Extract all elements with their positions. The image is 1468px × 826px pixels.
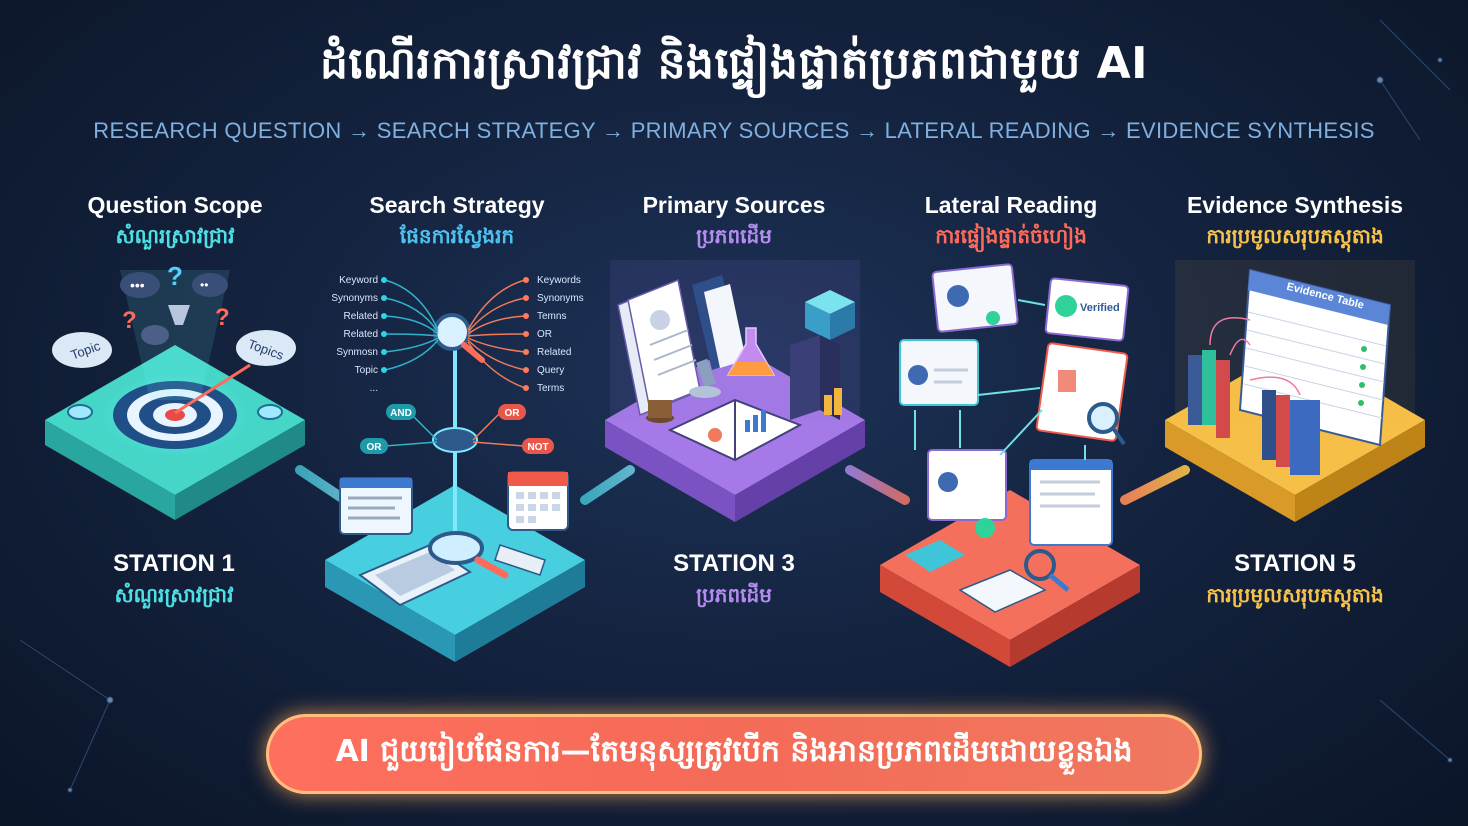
station-2-heading: Search Strategy ផែនការស្វែងរក [317, 192, 597, 253]
station-1-label-en: STATION 1 [113, 550, 235, 577]
svg-text:...: ... [370, 383, 378, 394]
svg-text:?: ? [215, 304, 230, 331]
svg-text:?: ? [167, 261, 183, 291]
document-card-icon [1029, 459, 1113, 546]
ai-guidance-banner: AI ជួយរៀបផែនការ—តែមនុស្សត្រូវបើក និងអានប… [266, 714, 1202, 794]
small-screen-icon [905, 540, 1070, 613]
svg-text:?: ? [122, 307, 137, 334]
station-5-heading-en: Evidence Synthesis [1186, 192, 1404, 218]
station-3-platform [605, 260, 865, 522]
station-4-platform: Verified [880, 263, 1140, 667]
cloud-icon-right: Topics [236, 330, 296, 366]
browser-card-icon [1035, 342, 1129, 446]
connector-beams [295, 465, 1190, 505]
mindmap-right-terms: Keywords Synonyms Temns OR Related Query… [537, 275, 584, 394]
profile-card-icon-1 [931, 263, 1019, 333]
station-5-heading: Evidence Synthesis ការប្រមូលសរុបភស្តុតាង [1155, 192, 1435, 253]
verified-badge-icon: Verified [1044, 277, 1130, 342]
page-title: ដំណើរការស្រាវជ្រាវ និងផ្ទៀងផ្ទាត់ប្រភពជា… [319, 38, 1149, 89]
cloud-icon-left: Topic [52, 332, 112, 368]
station-2-heading-en: Search Strategy [369, 192, 545, 218]
svg-text:Related: Related [344, 329, 378, 340]
lab-flask-icon [726, 327, 776, 376]
document-stack-icon [617, 278, 701, 417]
target-icon [113, 363, 251, 449]
station-4-heading-en: Lateral Reading [924, 192, 1098, 218]
boolean-operator-tags: AND OR OR NOT [360, 404, 554, 454]
process-subtitle: RESEARCH QUESTION → SEARCH STRATEGY → PR… [93, 118, 1375, 143]
svg-text:OR: OR [367, 442, 383, 453]
svg-text:Synonyms: Synonyms [331, 293, 378, 304]
open-book-icon [667, 398, 803, 462]
svg-text:Related: Related [537, 347, 571, 358]
station-3-label-en: STATION 3 [673, 550, 795, 577]
station-1-platform: Topic Topics ••• •• ? ? ? [45, 261, 305, 520]
svg-text:•••: ••• [130, 277, 145, 293]
station-3-heading-km: ប្រភពដើម [696, 224, 772, 248]
profile-card-icon-3 [927, 449, 1007, 538]
station-4-heading-km: ការផ្ទៀងផ្ទាត់ចំហៀង [935, 224, 1087, 248]
mindmap-lines-left [384, 279, 439, 371]
station-1-heading: Question Scope សំណួរស្រាវជ្រាវ [35, 192, 315, 253]
magnifier-icon-top [433, 313, 485, 363]
connection-lines [1209, 317, 1301, 396]
station-5-heading-km: ការប្រមូលសរុបភស្តុតាង [1206, 224, 1384, 248]
station-1-label-km: សំណួរស្រាវជ្រាវ [114, 583, 234, 607]
station-3-label-km: ប្រភពដើម [696, 583, 772, 607]
calendar-icon [507, 471, 569, 531]
svg-text:Terms: Terms [537, 383, 564, 394]
banner-text: AI ជួយរៀបផែនការ—តែមនុស្សត្រូវបើក និងអានប… [335, 734, 1133, 769]
svg-text:Keyword: Keyword [339, 275, 378, 286]
station-5-label-en: STATION 5 [1234, 550, 1356, 577]
svg-text:••: •• [200, 278, 208, 292]
jar-icon [646, 400, 674, 423]
svg-text:AND: AND [390, 408, 412, 419]
svg-text:Keywords: Keywords [537, 275, 581, 286]
book-stack-right [1262, 390, 1320, 475]
speech-bubble-icons: ••• •• ? ? ? [120, 261, 230, 345]
station-1-label: STATION 1 សំណួរស្រាវជ្រាវ [44, 550, 304, 612]
browser-window-icon [339, 477, 413, 535]
station-2-heading-km: ផែនការស្វែងរក [399, 224, 515, 248]
mindmap-dots [381, 277, 529, 391]
magnifier-icon-bottom [428, 531, 509, 579]
svg-text:NOT: NOT [527, 442, 548, 453]
books-icon [692, 275, 746, 370]
station-3-heading: Primary Sources ប្រភពដើម [594, 192, 874, 253]
svg-text:Topic: Topic [355, 365, 378, 376]
book-stack-left [1188, 350, 1230, 438]
svg-text:OR: OR [537, 329, 552, 340]
svg-text:Temns: Temns [537, 311, 566, 322]
microscope-icon [689, 358, 721, 398]
station-5-label-km: ការប្រមូលសរុបភស្តុតាង [1206, 583, 1384, 607]
data-cube-icon [805, 290, 855, 340]
mindmap-left-terms: Keyword Synonyms Related Related Synmosn… [331, 275, 378, 394]
svg-text:OR: OR [505, 408, 521, 419]
svg-text:Synonyms: Synonyms [537, 293, 584, 304]
svg-text:Verified: Verified [1080, 302, 1120, 314]
station-3-heading-en: Primary Sources [642, 192, 826, 218]
svg-text:Query: Query [537, 365, 564, 376]
building-chart-icon [790, 335, 842, 420]
profile-card-icon-2 [899, 339, 979, 406]
station-5-platform: Evidence Table [1165, 260, 1425, 522]
cross-check-arrows [914, 299, 1086, 460]
svg-text:Synmosn: Synmosn [336, 347, 378, 358]
station-1-heading-en: Question Scope [87, 192, 263, 218]
station-4-heading: Lateral Reading ការផ្ទៀងផ្ទាត់ចំហៀង [871, 192, 1151, 253]
station-2-platform: Keyword Synonyms Related Related Synmosn… [325, 275, 585, 662]
mindmap-lines-right [467, 279, 526, 389]
station-1-heading-km: សំណួរស្រាវជ្រាវ [115, 224, 235, 248]
background-network [19, 19, 1453, 793]
station-3-label: STATION 3 ប្រភពដើម [604, 550, 864, 612]
svg-text:Related: Related [344, 311, 378, 322]
station-5-label: STATION 5 ការប្រមូលសរុបភស្តុតាង [1165, 550, 1425, 612]
